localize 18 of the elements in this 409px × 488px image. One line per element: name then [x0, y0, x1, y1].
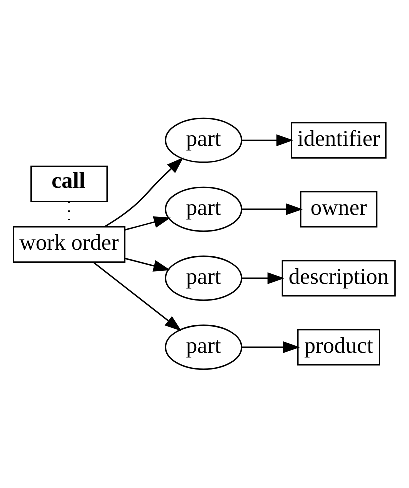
node-box: call: [30, 166, 108, 202]
node-box: work order: [13, 226, 126, 263]
node-box: owner: [300, 191, 378, 228]
node-ellipse: part: [165, 256, 243, 302]
arrow: [124, 258, 171, 272]
arrow: [104, 158, 184, 228]
node-box: description: [282, 260, 396, 297]
node-ellipse: part: [165, 118, 243, 164]
node-box: product: [297, 329, 380, 366]
arrow: [242, 134, 294, 146]
arrow: [93, 262, 182, 332]
arrow: [124, 216, 171, 231]
node-ellipse: part: [165, 186, 243, 232]
arrow: [242, 342, 300, 354]
arrow: [242, 272, 285, 284]
node-ellipse: part: [165, 324, 243, 370]
arrow: [242, 204, 303, 216]
node-box: identifier: [291, 122, 387, 159]
